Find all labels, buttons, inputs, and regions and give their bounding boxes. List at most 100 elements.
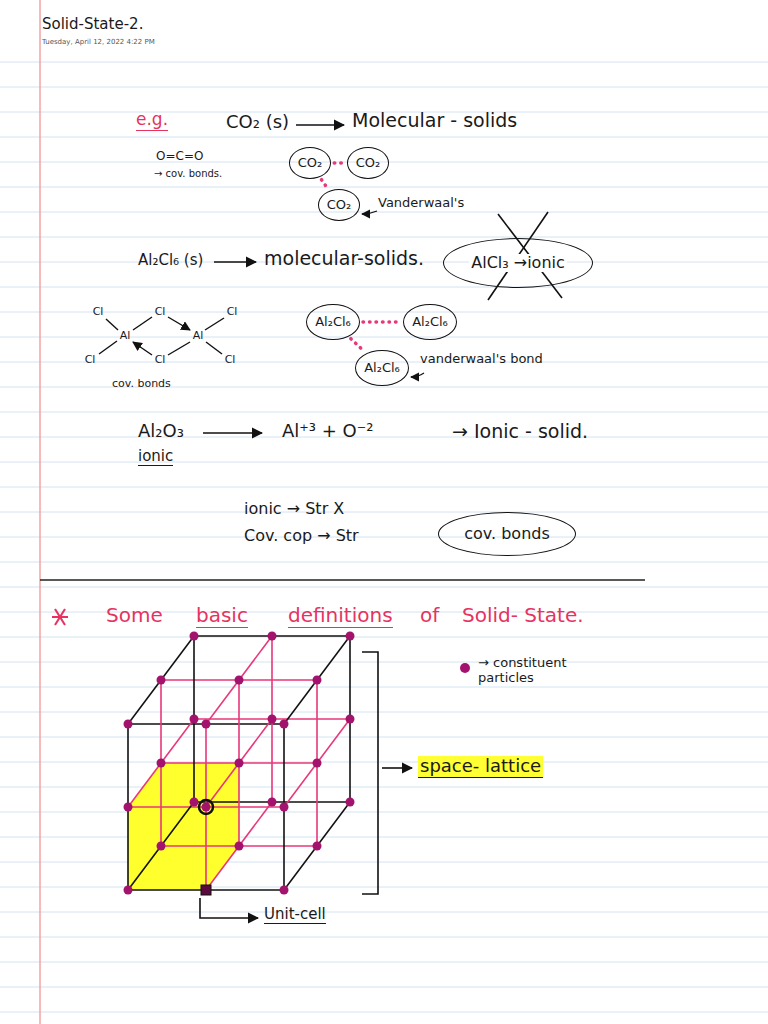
lattice-point	[190, 715, 199, 724]
pointer-arrow	[200, 898, 258, 918]
lattice-inner-line	[128, 719, 194, 807]
ruled-line	[0, 237, 768, 238]
lattice-inner-line	[284, 719, 350, 807]
molecule-circle: CO₂	[289, 147, 332, 179]
node-text: AlCl₃ →ionic	[469, 254, 567, 272]
ruled-line	[0, 162, 768, 163]
bond-line	[205, 318, 224, 330]
ruled-line	[0, 762, 768, 763]
lattice-point	[235, 759, 244, 768]
molecule-circle: Al₂Cl₆	[355, 350, 409, 386]
lattice-point	[280, 886, 289, 895]
atom-symbol: Cl	[85, 354, 96, 367]
note-text: basic	[196, 604, 248, 628]
bond-line	[133, 317, 152, 330]
leader-arrow	[411, 373, 424, 377]
pointer-arrow	[382, 767, 412, 769]
van-der-waals-link	[363, 320, 400, 324]
ruled-line	[0, 437, 768, 438]
lattice-edge	[284, 802, 350, 890]
molecule-circle: CO₂	[318, 189, 361, 221]
note-text: Molecular - solids	[352, 110, 517, 132]
note-text: definitions	[288, 604, 393, 628]
bond-line	[99, 341, 117, 354]
ruled-line	[0, 862, 768, 863]
ruled-line	[0, 637, 768, 638]
lattice-point	[313, 759, 322, 768]
ruled-line	[0, 512, 768, 513]
node-text: CO₂	[327, 198, 352, 212]
note-text: CO₂ (s)	[226, 112, 289, 133]
ruled-line	[0, 412, 768, 413]
lattice-point	[268, 715, 277, 724]
ruled-line	[0, 812, 768, 813]
node-text: Al₂Cl₆	[364, 361, 400, 375]
ruled-lines	[0, 62, 768, 1012]
ruled-line	[0, 912, 768, 913]
atom-symbol: Cl	[155, 306, 166, 319]
leader-arrow	[362, 211, 377, 214]
dative-bond	[168, 317, 190, 330]
lattice-point	[124, 886, 133, 895]
note-text: Solid- State.	[462, 604, 584, 627]
ruled-line	[0, 937, 768, 938]
lattice-point	[280, 803, 289, 812]
note-text: space- lattice	[418, 756, 543, 778]
note-text: molecular-solids.	[264, 248, 424, 270]
atom-symbol: Cl	[155, 354, 166, 367]
node-text: Al₂Cl₆	[315, 315, 351, 329]
ruled-line	[0, 687, 768, 688]
lattice-point	[235, 676, 244, 685]
note-text: Vanderwaal's	[378, 196, 464, 211]
note-text: → cov. bonds.	[154, 168, 222, 180]
ruled-line	[0, 87, 768, 88]
marked-lattice-point	[201, 885, 211, 895]
ruled-line	[0, 737, 768, 738]
note-text: e.g.	[136, 110, 168, 131]
atom-symbol: Al	[120, 330, 131, 343]
lattice-inner-line	[206, 636, 272, 724]
ruled-line	[0, 562, 768, 563]
atom-symbol: Al	[193, 330, 204, 343]
ruled-line	[0, 987, 768, 988]
bond-line	[206, 342, 222, 354]
lattice-point	[202, 803, 211, 812]
ruled-line	[0, 537, 768, 538]
ruled-line	[0, 337, 768, 338]
space-lattice-drawing	[124, 632, 355, 896]
lattice-point	[157, 759, 166, 768]
ruled-line	[0, 487, 768, 488]
lattice-point	[124, 720, 133, 729]
note-text: O=C=O	[156, 150, 203, 164]
marked-lattice-point	[199, 800, 213, 814]
note-text: ionic	[138, 448, 173, 466]
atom-symbol: Cl	[93, 306, 104, 319]
lattice-point	[280, 720, 289, 729]
bond-line	[106, 319, 118, 330]
ruled-line	[0, 187, 768, 188]
note-text: Al⁺³ + O⁻²	[282, 421, 373, 442]
lattice-point	[235, 842, 244, 851]
lattice-point	[157, 676, 166, 685]
bracket	[362, 652, 378, 894]
ruled-line	[0, 587, 768, 588]
ruled-line	[0, 462, 768, 463]
lattice-inner-line	[206, 719, 272, 807]
reaction-arrow	[296, 124, 344, 126]
star-stroke	[55, 609, 65, 625]
node-text: Al₂Cl₆	[412, 315, 448, 329]
margin-line	[39, 0, 41, 1024]
lattice-edge	[284, 636, 350, 724]
note-text: vanderwaal's bond	[420, 352, 543, 367]
ruled-line	[0, 287, 768, 288]
lattice-point	[202, 886, 211, 895]
atom-symbol: Cl	[227, 306, 238, 319]
node-text: cov. bonds	[464, 525, 550, 543]
ruled-line	[0, 137, 768, 138]
node-text: CO₂	[356, 156, 381, 170]
lattice-edge	[128, 802, 194, 890]
van-der-waals-link	[334, 161, 343, 165]
